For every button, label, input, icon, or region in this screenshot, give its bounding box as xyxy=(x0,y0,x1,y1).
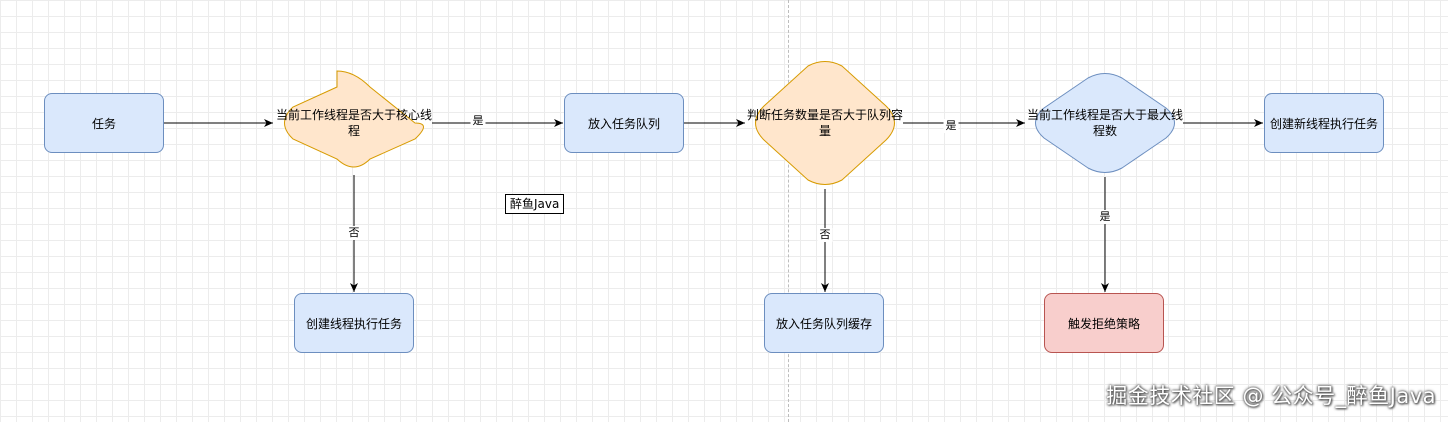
reject-label: 触发拒绝策略 xyxy=(1067,316,1140,331)
edge-label-core-yes: 是 xyxy=(470,114,486,128)
enqueue-node-label: 放入任务队列 xyxy=(587,116,660,131)
edge-label-core-no: 否 xyxy=(346,226,362,240)
page-divider xyxy=(788,0,789,422)
reject-node[interactable]: 触发拒绝策略 xyxy=(1044,293,1164,353)
enqueue-cache-label: 放入任务队列缓存 xyxy=(775,316,872,331)
task-node[interactable]: 任务 xyxy=(44,93,164,153)
decision-queue-shape[interactable] xyxy=(755,61,895,185)
enqueue-node[interactable]: 放入任务队列 xyxy=(564,93,684,153)
create-new-thread-node[interactable]: 创建新线程执行任务 xyxy=(1264,93,1384,153)
edge-label-queue-yes: 是 xyxy=(943,119,959,133)
create-thread-node[interactable]: 创建线程执行任务 xyxy=(294,293,414,353)
decision-queue-label: 判断任务数量是否大于队列容量 xyxy=(746,108,903,138)
edge-label-queue-no: 否 xyxy=(817,228,833,242)
watermark: 掘金技术社区 @ 公众号_醉鱼Java xyxy=(1106,384,1436,408)
edge-label-max-yes: 是 xyxy=(1097,210,1113,224)
decision-max-shape[interactable] xyxy=(1035,73,1175,173)
author-tag: 醉鱼Java xyxy=(505,194,565,214)
enqueue-cache-node[interactable]: 放入任务队列缓存 xyxy=(764,293,884,353)
create-new-thread-label: 创建新线程执行任务 xyxy=(1269,116,1378,131)
create-thread-label: 创建线程执行任务 xyxy=(305,316,402,331)
decision-core-shape[interactable] xyxy=(284,70,424,168)
task-node-label: 任务 xyxy=(91,116,116,131)
decision-core-label: 当前工作线程是否大于核心线程 xyxy=(275,108,432,138)
decision-max-label: 当前工作线程是否大于最大线程数 xyxy=(1026,108,1183,138)
